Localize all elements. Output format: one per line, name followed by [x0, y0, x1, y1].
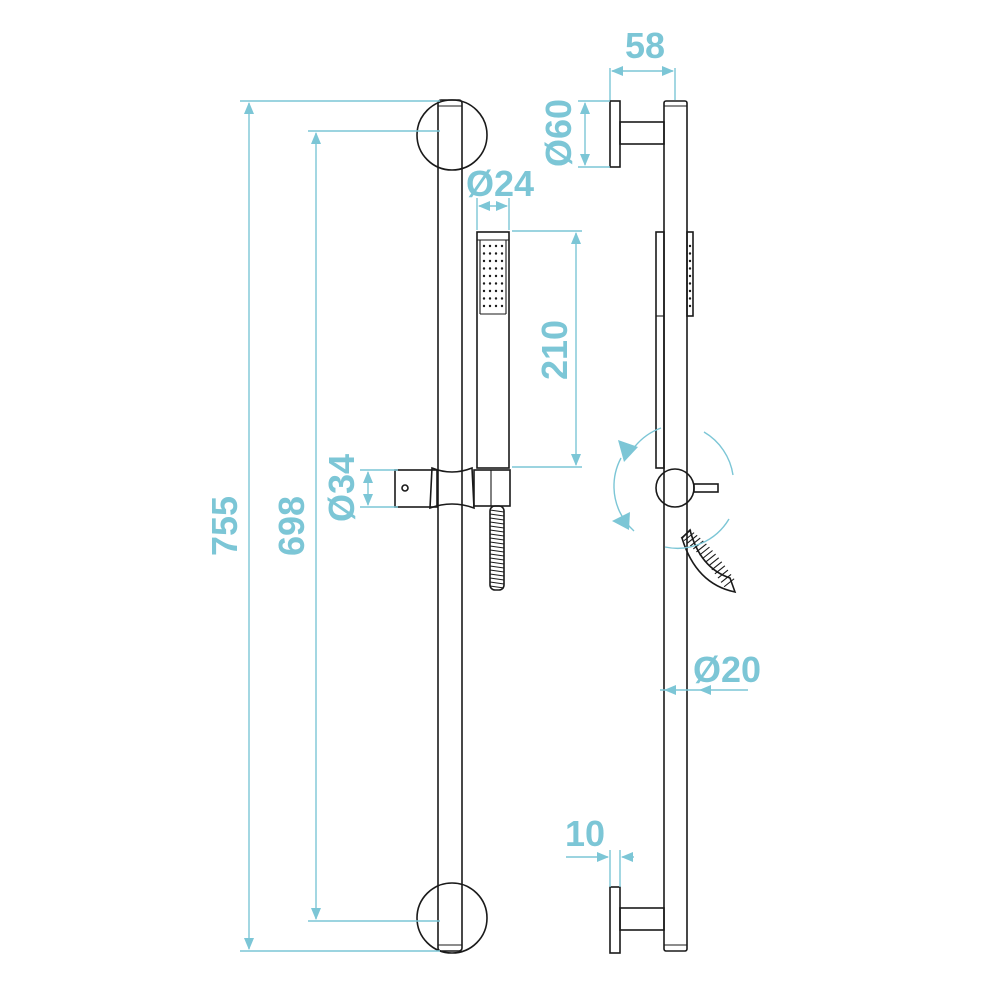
side-handshower: [655, 231, 694, 469]
side-hose: [680, 528, 737, 594]
handshower-length-label: 210: [534, 320, 575, 380]
side-bottom-flange: [609, 886, 621, 954]
front-bottom-flange: [416, 882, 488, 954]
side-dimensions: [566, 66, 748, 887]
side-view: [609, 100, 737, 954]
front-slider: [394, 466, 511, 510]
overall-length-label: 755: [204, 496, 245, 556]
slider-diameter-label: Ø34: [321, 454, 362, 522]
front-handshower: [476, 231, 510, 469]
fixing-centres-label: 698: [271, 496, 312, 556]
flange-thickness-label: 10: [565, 813, 605, 854]
handshower-diameter-label: Ø24: [466, 163, 534, 204]
side-rail-bar: [663, 100, 688, 952]
side-slider-knob: [655, 468, 719, 508]
front-rail-bar: [437, 99, 463, 952]
handshower-nozzles: [482, 244, 504, 308]
side-top-flange: [609, 100, 621, 168]
front-view: [394, 99, 511, 954]
bar-diameter-label: Ø20: [693, 649, 761, 690]
wall-projection-label: 58: [625, 25, 665, 66]
front-dimensions: [240, 100, 582, 952]
flange-diameter-label: Ø60: [538, 99, 579, 167]
front-top-flange: [416, 99, 488, 171]
front-hose: [489, 505, 505, 591]
rotation-indicator: [612, 427, 734, 550]
